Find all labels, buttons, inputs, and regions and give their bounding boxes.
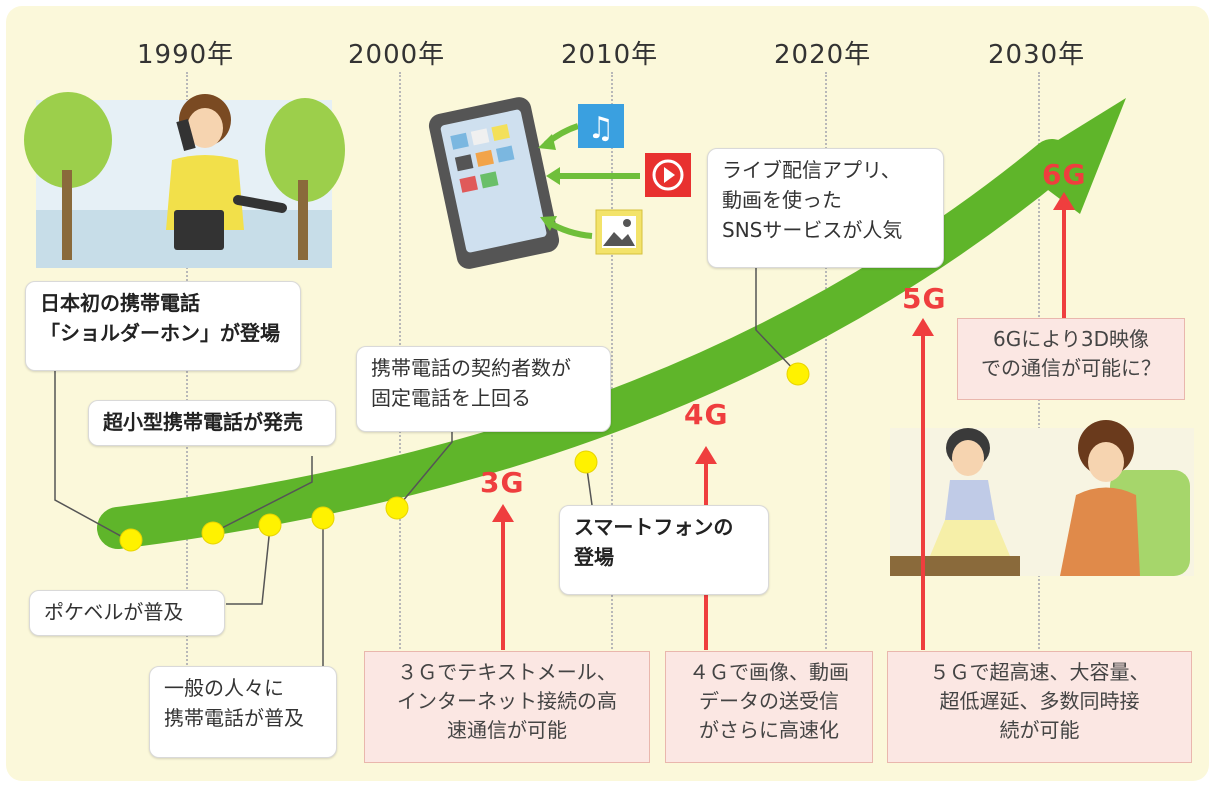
year-gridline — [825, 72, 827, 672]
note-6g: 6Gにより3D映像 での通信が可能に？ — [957, 318, 1185, 400]
year-label-2000: 2000年 — [348, 40, 446, 70]
generation-label-4g: 4G — [684, 398, 729, 431]
callout-shoulder-phone: 日本初の携帯電話 「ショルダーホン」が登場 — [25, 281, 301, 371]
generation-arrow-6g — [1053, 192, 1075, 318]
generation-arrow-5g — [912, 318, 934, 650]
year-label-2020: 2020年 — [774, 40, 872, 70]
shoulder-phone-illustration — [24, 92, 345, 268]
generation-label-5g: 5G — [902, 282, 947, 315]
callout-public-spread: 一般の人々に 携帯電話が普及 — [149, 666, 337, 758]
year-label-2010: 2010年 — [561, 40, 659, 70]
callout-smartphone: スマートフォンの 登場 — [559, 505, 769, 595]
video-call-illustration — [890, 420, 1194, 576]
callout-pager: ポケベルが普及 — [29, 590, 225, 636]
smartphone-illustration — [428, 97, 640, 269]
callout-small-phone: 超小型携帯電話が発売 — [88, 400, 336, 446]
note-5g: ５Ｇで超高速、大容量、 超低遅延、多数同時接 続が可能 — [887, 651, 1192, 763]
year-gridline — [186, 72, 188, 672]
milestone-dots — [119, 362, 810, 552]
callout-lines — [54, 262, 799, 666]
note-3g: ３Ｇでテキストメール、 インターネット接続の高 速通信が可能 — [364, 651, 650, 763]
generation-label-6g: 6G — [1042, 158, 1087, 191]
generation-arrow-3g — [492, 504, 514, 650]
year-gridline — [611, 72, 613, 672]
year-label-2030: 2030年 — [988, 40, 1086, 70]
svg-text:♫: ♫ — [588, 111, 615, 146]
music-icon: ♫ — [578, 104, 624, 148]
callout-live-sns: ライブ配信アプリ、 動画を使った SNSサービスが人気 — [707, 148, 944, 268]
generation-label-3g: 3G — [480, 466, 525, 499]
year-label-1990: 1990年 — [137, 40, 235, 70]
play-icon — [645, 153, 691, 197]
note-4g: ４Ｇで画像、動画 データの送受信 がさらに高速化 — [665, 651, 873, 763]
callout-subscribers: 携帯電話の契約者数が 固定電話を上回る — [356, 346, 611, 432]
image-icon — [595, 209, 643, 255]
